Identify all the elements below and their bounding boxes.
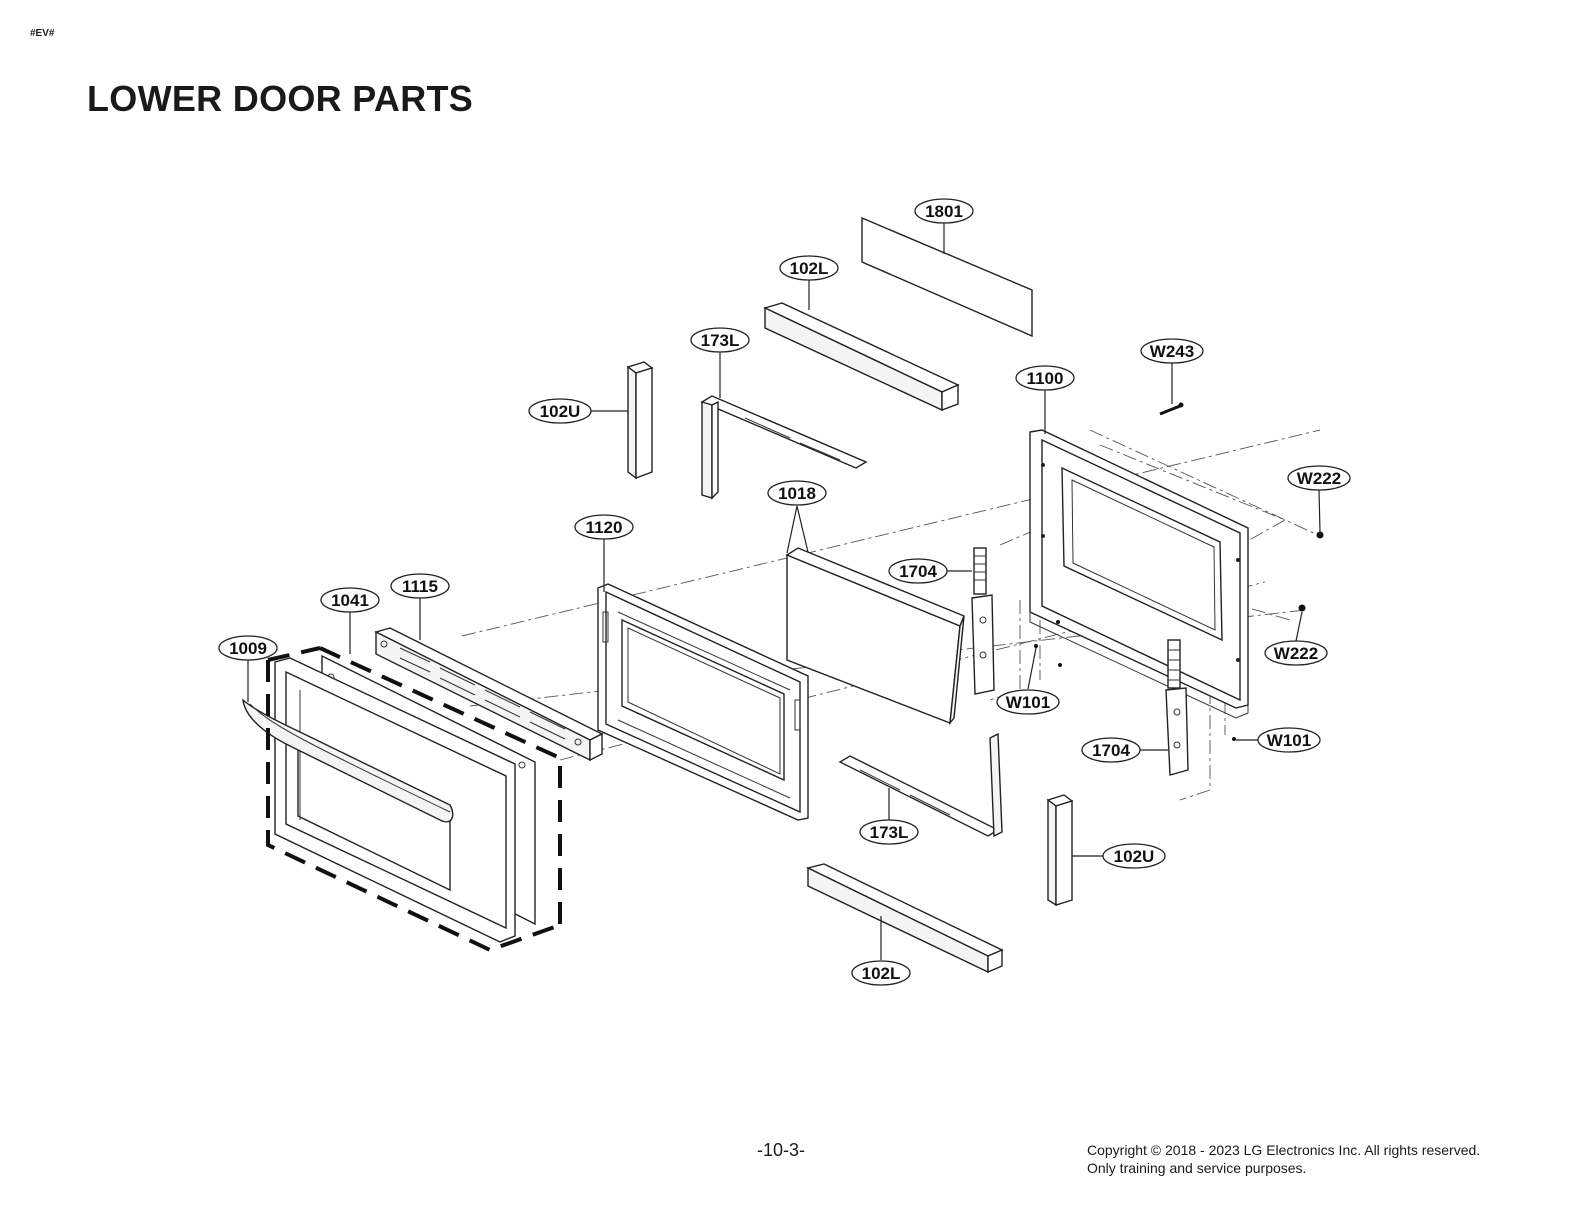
part-1100-inner-frame — [1029, 429, 1249, 719]
callout-W222-top: W222 — [1287, 465, 1351, 491]
callout-1115: 1115 — [390, 573, 450, 599]
callout-102U-left: 102U — [528, 398, 592, 424]
svg-text:102U: 102U — [540, 402, 581, 421]
page-tag: #EV# — [30, 28, 55, 39]
part-102L-bottom-bar — [805, 863, 1004, 974]
callout-173L-top: 173L — [690, 327, 750, 353]
svg-text:102L: 102L — [790, 259, 829, 278]
svg-text:1704: 1704 — [1092, 741, 1130, 760]
door-envelope-dashed — [266, 646, 562, 953]
callout-W243: W243 — [1140, 338, 1204, 364]
svg-text:W222: W222 — [1274, 644, 1318, 663]
svg-text:W101: W101 — [1267, 731, 1311, 750]
part-1115-vent — [374, 627, 604, 762]
part-1009-door-panel — [274, 657, 516, 943]
part-102L-top-bar — [763, 302, 960, 412]
part-1801-sheet — [861, 216, 1033, 338]
svg-text:173L: 173L — [701, 331, 740, 350]
page-title: LOWER DOOR PARTS — [87, 78, 474, 119]
part-173L-bottom-bracket — [838, 732, 1003, 838]
callout-W101-right: W101 — [1257, 727, 1321, 753]
part-102U-left-post — [626, 361, 654, 480]
svg-text:W101: W101 — [1006, 693, 1050, 712]
copyright-line: Copyright © 2018 - 2023 LG Electronics I… — [1087, 1142, 1481, 1158]
page-number: -10-3- — [757, 1140, 806, 1160]
callout-W101-mid: W101 — [996, 689, 1060, 715]
callout-1100: 1100 — [1015, 365, 1075, 391]
callout-1704-top: 1704 — [888, 558, 948, 584]
svg-text:1801: 1801 — [925, 202, 963, 221]
svg-text:102U: 102U — [1114, 847, 1155, 866]
callout-1704-bottom: 1704 — [1081, 737, 1141, 763]
svg-text:W222: W222 — [1297, 469, 1341, 488]
part-102U-right-post — [1046, 794, 1074, 907]
part-1009-handle — [242, 698, 454, 823]
callout-102L-top: 102L — [779, 255, 839, 281]
callout-W222-bottom: W222 — [1264, 640, 1328, 666]
callout-1801: 1801 — [914, 198, 974, 224]
svg-text:1041: 1041 — [331, 591, 369, 610]
part-W222-screw-bottom — [1298, 604, 1306, 612]
part-1018-glass — [785, 547, 965, 726]
callout-1009: 1009 — [218, 635, 278, 661]
callout-1041: 1041 — [320, 587, 380, 613]
svg-text:W243: W243 — [1150, 342, 1194, 361]
leader-lines — [247, 223, 1321, 960]
svg-text:1115: 1115 — [402, 577, 438, 596]
svg-text:1018: 1018 — [778, 484, 816, 503]
part-1704-hinge-top — [971, 547, 995, 695]
usage-note: Only training and service purposes. — [1087, 1160, 1307, 1176]
callout-173L-bottom: 173L — [859, 819, 919, 845]
callout-102U-right: 102U — [1102, 843, 1166, 869]
part-W243-screw — [1159, 402, 1184, 416]
callout-102L-bottom: 102L — [851, 960, 911, 986]
callout-1120: 1120 — [574, 514, 634, 540]
svg-text:1009: 1009 — [229, 639, 267, 658]
svg-text:173L: 173L — [870, 823, 909, 842]
callout-1018: 1018 — [767, 480, 827, 506]
part-W101-screws — [1034, 620, 1236, 741]
copyright-notice: Copyright © 2018 - 2023 LG Electronics I… — [1087, 1141, 1480, 1177]
svg-text:102L: 102L — [862, 964, 901, 983]
svg-text:1120: 1120 — [586, 518, 623, 537]
part-1120-middle-frame — [597, 583, 809, 821]
part-W222-screw-top — [1316, 531, 1324, 539]
svg-text:1704: 1704 — [899, 562, 937, 581]
part-173L-top-bracket — [700, 395, 868, 500]
svg-text:1100: 1100 — [1027, 369, 1064, 388]
part-1704-hinge-bottom — [1165, 639, 1189, 776]
